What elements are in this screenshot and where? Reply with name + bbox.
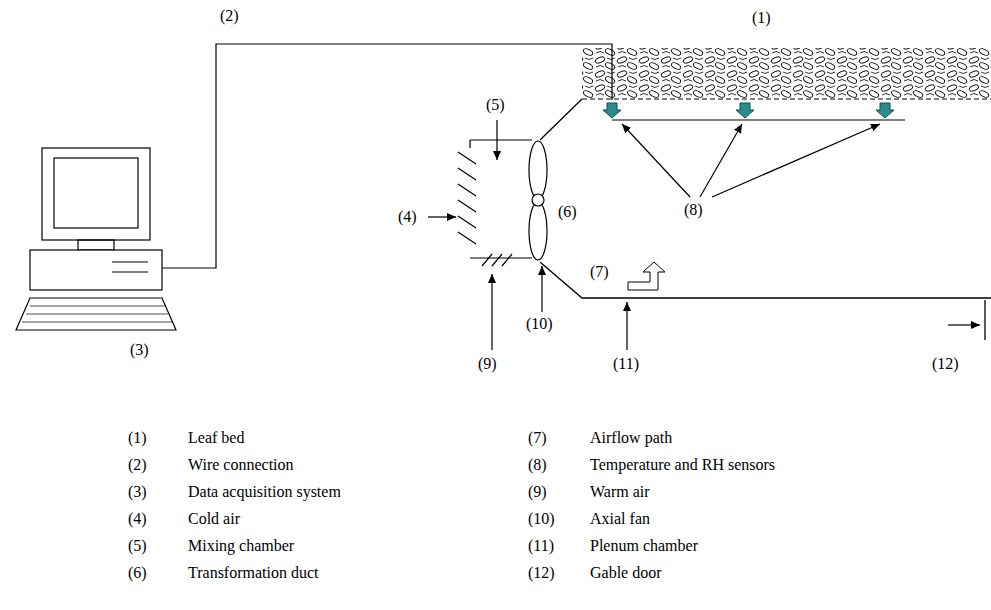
callout-number: (5)	[486, 95, 505, 114]
callout-number: (4)	[398, 207, 417, 226]
legend-number: (12)	[528, 563, 555, 582]
callout-number: (1)	[752, 8, 771, 27]
legend-text: Temperature and RH sensors	[590, 455, 775, 474]
legend-number: (6)	[128, 563, 147, 582]
plenum-chamber	[540, 99, 991, 340]
callout-number: (7)	[590, 262, 609, 281]
callout-number: (8)	[684, 200, 703, 219]
computer	[16, 148, 176, 330]
legend-number: (5)	[128, 536, 147, 555]
callout-number: (9)	[478, 354, 497, 373]
legend-number: (8)	[528, 455, 547, 474]
callout-number: (2)	[220, 6, 239, 25]
legend-text: Axial fan	[590, 509, 650, 528]
legend-text: Mixing chamber	[188, 536, 294, 555]
callout-number: (3)	[130, 340, 149, 359]
callout-number: (6)	[558, 202, 577, 221]
legend-number: (7)	[528, 428, 547, 447]
sensors	[603, 103, 894, 118]
legend-number: (10)	[528, 509, 555, 528]
legend-text: Transformation duct	[188, 563, 319, 582]
callout-arrows	[428, 120, 980, 350]
leaf-bed	[582, 48, 991, 99]
legend-number: (11)	[528, 536, 554, 555]
legend-text: Leaf bed	[188, 428, 244, 447]
legend-text: Cold air	[188, 509, 240, 528]
legend-text: Warm air	[590, 482, 650, 501]
legend-number: (1)	[128, 428, 147, 447]
legend-number: (3)	[128, 482, 147, 501]
legend-number: (4)	[128, 509, 147, 528]
legend-text: Plenum chamber	[590, 536, 698, 555]
legend-text: Airflow path	[590, 428, 672, 447]
legend-text: Wire connection	[188, 455, 294, 474]
mixing-chamber	[458, 140, 532, 266]
callout-number: (11)	[613, 354, 639, 373]
legend-text: Data acquisition system	[188, 482, 341, 501]
legend-text: Gable door	[590, 563, 662, 582]
legend-number: (9)	[528, 482, 547, 501]
axial-fan	[529, 141, 547, 260]
callout-number: (12)	[932, 354, 959, 373]
legend-number: (2)	[128, 455, 147, 474]
callout-number: (10)	[526, 314, 553, 333]
